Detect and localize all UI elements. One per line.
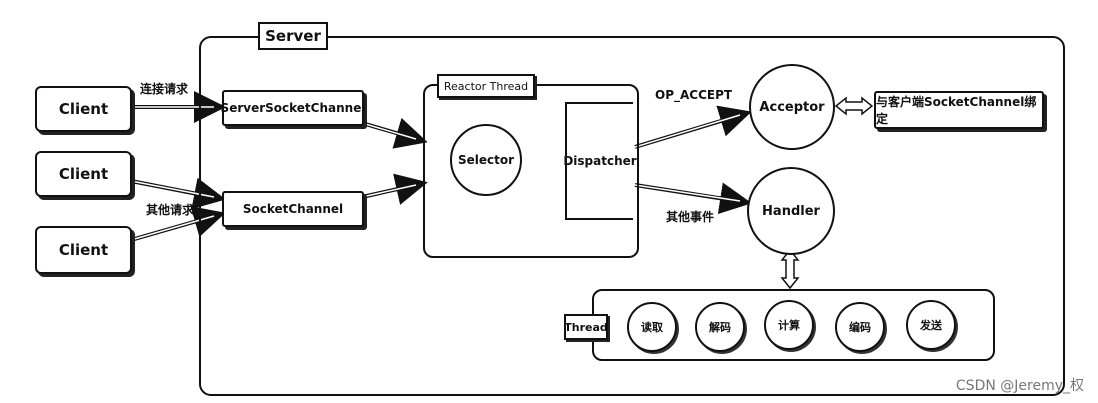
handler-node: Handler	[747, 167, 835, 255]
bind-note: 与客户端SocketChannel绑定	[874, 91, 1044, 129]
decode-step: 解码	[695, 302, 745, 352]
selector-node: Selector	[450, 124, 522, 196]
server-label: Server	[258, 22, 328, 50]
client-node: Client	[35, 151, 132, 197]
dispatcher-node: Dispatcher	[563, 102, 637, 220]
reactor-thread-label: Reactor Thread	[437, 74, 535, 98]
socket-channel: SocketChannel	[222, 191, 364, 227]
other-request-label: 其他请求	[146, 203, 195, 217]
client-node: Client	[35, 86, 132, 132]
arrow-acceptor-bind	[834, 96, 874, 116]
encode-step: 编码	[835, 302, 885, 352]
read-step: 读取	[627, 302, 677, 352]
server-socket-channel: ServerSocketChannel	[221, 90, 365, 126]
watermark: CSDN @Jeremy_权	[955, 378, 1084, 394]
other-event-label: 其他事件	[666, 210, 715, 224]
client-node: Client	[35, 226, 132, 274]
acceptor-node: Acceptor	[749, 64, 835, 150]
op-accept-label: OP_ACCEPT	[655, 88, 733, 102]
thread-label: Thread	[564, 314, 608, 340]
arrow-handler-thread	[780, 248, 800, 290]
server-container	[199, 36, 1065, 396]
send-step: 发送	[906, 300, 956, 350]
compute-step: 计算	[764, 300, 814, 350]
connect-request-label: 连接请求	[140, 82, 189, 96]
